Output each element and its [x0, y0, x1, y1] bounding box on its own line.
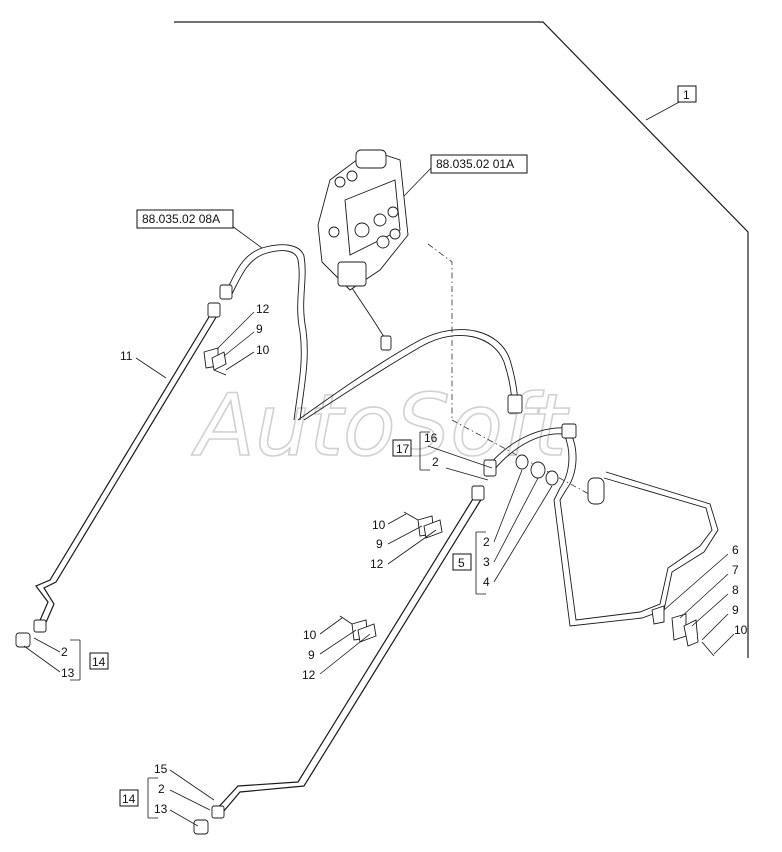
- callout-label-17: 17: [396, 442, 410, 456]
- leader-valve-ref: [403, 165, 434, 197]
- clamp-upper-left: [203, 347, 227, 376]
- leader-hose-ref: [231, 225, 263, 249]
- leader-11: [135, 357, 167, 379]
- label-2a: 2: [432, 455, 439, 469]
- leader-2c: [33, 637, 61, 653]
- control-valve: [317, 149, 409, 351]
- leader-2d: [169, 789, 211, 811]
- leader-13a: [23, 645, 61, 673]
- tube-11: [15, 302, 221, 648]
- clamp-right: [651, 605, 715, 657]
- label-10a: 10: [256, 343, 270, 357]
- leader-6: [663, 553, 729, 611]
- valve-ref-box[interactable]: [430, 154, 528, 174]
- callout-box-1[interactable]: [677, 85, 697, 103]
- leader-2b: [493, 469, 523, 543]
- hose-ref-box[interactable]: [136, 209, 234, 229]
- leader-2a: [445, 467, 489, 481]
- hose-left: [219, 244, 308, 421]
- callout-label-14a: 14: [92, 655, 106, 669]
- leader-8: [691, 593, 729, 627]
- label-3: 3: [483, 555, 490, 569]
- leader-13b: [169, 809, 199, 827]
- label-13a: 13: [61, 666, 75, 680]
- label-9b: 9: [376, 537, 383, 551]
- label-11: 11: [120, 349, 133, 363]
- leader-1: [645, 99, 684, 121]
- leader-10b: [387, 513, 407, 525]
- label-9c: 9: [308, 648, 315, 662]
- label-2d: 2: [158, 782, 165, 796]
- callout-box-17[interactable]: [392, 439, 412, 457]
- leader-12c: [319, 633, 371, 675]
- callout-box-14b[interactable]: [119, 789, 139, 807]
- leader-9a: [223, 331, 255, 357]
- leader-9d: [701, 613, 729, 641]
- label-9a: 9: [256, 322, 263, 336]
- hose-ref-label: 88.035.02 08A: [142, 212, 220, 226]
- leader-12a: [217, 311, 255, 349]
- callout-box-14a[interactable]: [89, 652, 109, 670]
- label-16: 16: [424, 431, 438, 445]
- callout-box-5[interactable]: [452, 553, 472, 571]
- assembly-bracket-line: [174, 21, 749, 658]
- label-2b: 2: [483, 535, 490, 549]
- leader-9b: [387, 525, 423, 545]
- label-4: 4: [483, 575, 490, 589]
- label-12b: 12: [370, 557, 384, 571]
- leader-10a: [225, 351, 255, 371]
- label-9d: 9: [732, 603, 739, 617]
- label-10b: 10: [372, 518, 386, 532]
- tube-15: [193, 485, 485, 835]
- label-10c: 10: [303, 628, 317, 642]
- tube-right-loop: [483, 423, 719, 627]
- callout-label-1: 1: [683, 88, 690, 102]
- leader-16: [427, 445, 493, 469]
- leader-15: [169, 769, 215, 801]
- label-8: 8: [732, 583, 739, 597]
- label-12a: 12: [256, 302, 270, 316]
- bracket-14b: [147, 777, 158, 819]
- valve-ref-label: 88.035.02 01A: [436, 157, 514, 171]
- label-13b: 13: [154, 802, 168, 816]
- bracket-5: [475, 531, 486, 595]
- label-15: 15: [154, 762, 168, 776]
- callout-label-5: 5: [458, 556, 465, 570]
- leader-10d: [713, 633, 735, 655]
- label-12c: 12: [302, 668, 316, 682]
- leader-12b: [387, 529, 437, 565]
- leader-7: [679, 573, 729, 619]
- label-7: 7: [732, 563, 739, 577]
- clamp-mid-2: [339, 615, 377, 643]
- clamp-mid-1: [403, 511, 443, 539]
- centerline-valve: [427, 243, 453, 420]
- hose-right: [297, 329, 523, 421]
- leader-4: [493, 485, 553, 583]
- callout-label-14b: 14: [122, 792, 136, 806]
- leader-3: [493, 477, 539, 563]
- bracket-17: [419, 431, 430, 471]
- leader-9c: [319, 629, 357, 655]
- label-6: 6: [732, 543, 739, 557]
- watermark: AutoSoft: [191, 376, 570, 476]
- leader-10c: [319, 617, 343, 635]
- bracket-14a: [70, 639, 81, 681]
- label-2c: 2: [61, 645, 68, 659]
- label-10d: 10: [734, 623, 748, 637]
